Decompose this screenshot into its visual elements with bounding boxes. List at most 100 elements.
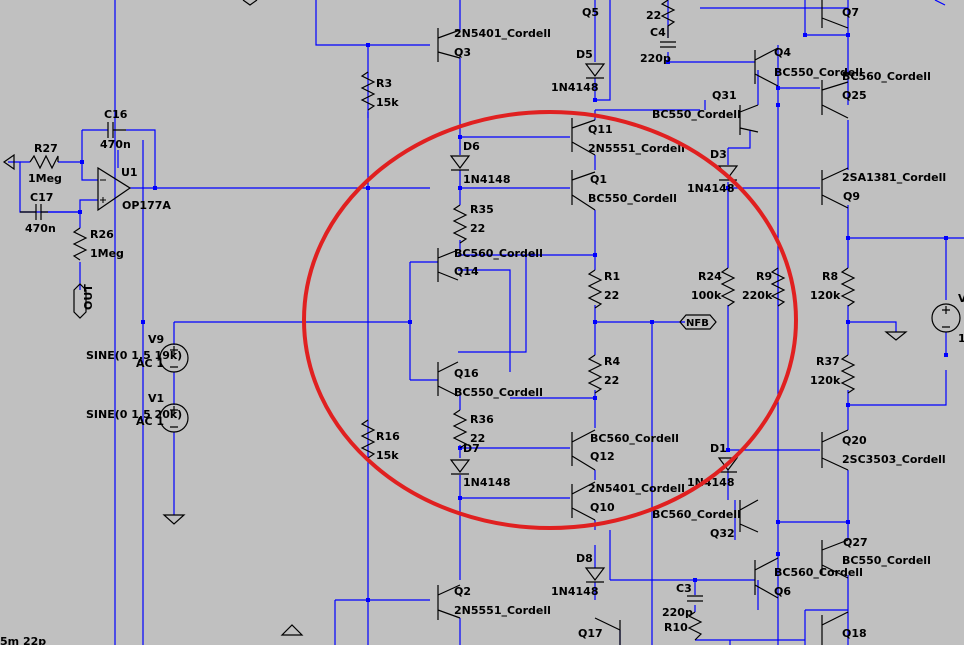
nfb-flag-icon[interactable] xyxy=(679,314,717,330)
label-q12: Q12 xyxy=(590,450,615,463)
label-q16: Q16 xyxy=(454,367,479,380)
label-v9: V9 xyxy=(148,333,164,346)
resistor-r37[interactable] xyxy=(840,354,856,394)
transistor-q4[interactable] xyxy=(754,47,779,87)
label-r16: R16 xyxy=(376,430,400,443)
label-d6-model: 1N4148 xyxy=(463,173,510,186)
resistor-r35[interactable] xyxy=(452,204,468,244)
label-c3-value: 220p xyxy=(662,606,693,619)
label-c3: C3 xyxy=(676,582,692,595)
transistor-q16[interactable] xyxy=(437,361,459,397)
transistor-q12[interactable] xyxy=(571,429,596,471)
label-c16: C16 xyxy=(104,108,128,121)
label-r10: R10 xyxy=(664,621,688,634)
diode-d6[interactable] xyxy=(449,155,471,171)
diode-d5[interactable] xyxy=(584,63,606,79)
label-q11: Q11 xyxy=(588,123,613,136)
transistor-q2[interactable] xyxy=(437,584,461,620)
transistor-q20[interactable] xyxy=(821,429,849,471)
label-q10-model: 2N5401_Cordell xyxy=(588,482,685,495)
label-c4-value: 220p xyxy=(640,52,671,65)
transistor-q10[interactable] xyxy=(571,481,596,521)
label-q14: Q14 xyxy=(454,265,479,278)
ground-icon xyxy=(280,624,304,636)
label-d5-model: 1N4148 xyxy=(551,81,598,94)
label-r27: R27 xyxy=(34,142,58,155)
label-r16-value: 15k xyxy=(376,449,399,462)
label-r1: R1 xyxy=(604,270,620,283)
label-v1: V1 xyxy=(148,392,164,405)
label-r26-value: 1Meg xyxy=(90,247,124,260)
resistor-r36[interactable] xyxy=(452,409,468,449)
label-c17-value: 470n xyxy=(25,222,56,235)
label-q32-model: BC560_Cordell xyxy=(652,508,741,521)
label-q27-model: BC550_Cordell xyxy=(842,554,931,567)
label-r-top-value: 22 xyxy=(646,9,661,22)
transistor-q17[interactable] xyxy=(594,617,621,645)
resistor-r27[interactable] xyxy=(29,154,59,170)
transistor-q18[interactable] xyxy=(821,611,849,645)
voltage-source-v-right[interactable] xyxy=(931,303,961,333)
label-q11-model: 2N5551_Cordell xyxy=(588,142,685,155)
resistor-r10[interactable] xyxy=(687,611,703,641)
transistor-q31[interactable] xyxy=(739,104,759,135)
label-r35: R35 xyxy=(470,203,494,216)
label-q25: Q25 xyxy=(842,89,867,102)
label-q3-model: 2N5401_Cordell xyxy=(454,27,551,40)
diode-d8[interactable] xyxy=(584,567,606,583)
label-q12-model: BC560_Cordell xyxy=(590,432,679,445)
label-q20: Q20 xyxy=(842,434,867,447)
transistor-q1[interactable] xyxy=(571,170,596,211)
capacitor-c4[interactable] xyxy=(660,41,676,48)
transistor-q7[interactable] xyxy=(821,0,849,29)
resistor-r4[interactable] xyxy=(587,354,603,394)
label-q1: Q1 xyxy=(590,173,607,186)
label-q10: Q10 xyxy=(590,501,615,514)
transistor-q9[interactable] xyxy=(821,167,849,209)
resistor-r-top[interactable] xyxy=(660,0,676,38)
label-r24-value: 100k xyxy=(691,289,722,302)
transistor-q14[interactable] xyxy=(437,248,459,282)
label-r35-value: 22 xyxy=(470,222,485,235)
voltage-source-v1[interactable] xyxy=(159,403,189,433)
label-c16-value: 470n xyxy=(100,138,131,151)
label-v1-source: SINE(0 1.5 20k) xyxy=(86,408,182,421)
label-r36: R36 xyxy=(470,413,494,426)
opamp-u1[interactable] xyxy=(97,166,132,212)
transistor-q3[interactable] xyxy=(437,28,461,62)
transistor-q11[interactable] xyxy=(571,118,596,156)
diode-d7[interactable] xyxy=(449,459,471,475)
out-flag-icon[interactable] xyxy=(73,283,87,319)
diode-d1[interactable] xyxy=(717,457,739,473)
capacitor-c16[interactable] xyxy=(107,122,126,138)
resistor-r16[interactable] xyxy=(360,419,376,459)
resistor-r26[interactable] xyxy=(72,227,88,261)
label-q31: Q31 xyxy=(712,89,737,102)
resistor-r1[interactable] xyxy=(587,269,603,309)
resistor-r8[interactable] xyxy=(840,267,856,307)
label-q2-model: 2N5551_Cordell xyxy=(454,604,551,617)
transistor-q27[interactable] xyxy=(821,539,849,579)
label-q18: Q18 xyxy=(842,627,867,640)
resistor-r9[interactable] xyxy=(770,267,786,307)
resistor-r24[interactable] xyxy=(720,267,736,307)
label-c4: C4 xyxy=(650,26,666,39)
label-r27-value: 1Meg xyxy=(28,172,62,185)
transistor-q25[interactable] xyxy=(821,80,849,119)
label-d3-model: 1N4148 xyxy=(687,182,734,195)
transistor-q6[interactable] xyxy=(754,557,779,599)
label-d3: D3 xyxy=(710,148,727,161)
label-r24: R24 xyxy=(698,270,722,283)
transistor-q32[interactable] xyxy=(739,499,759,533)
voltage-source-v9[interactable] xyxy=(159,343,189,373)
capacitor-c17[interactable] xyxy=(20,204,48,220)
label-r3: R3 xyxy=(376,77,392,90)
label-r4-value: 22 xyxy=(604,374,619,387)
capacitor-c3[interactable] xyxy=(687,595,703,602)
label-bottom-left: 5m 22p xyxy=(0,635,46,645)
label-v9-source: SINE(0 1.5 19k) xyxy=(86,349,182,362)
resistor-r3[interactable] xyxy=(360,71,376,111)
junction-dots xyxy=(78,33,948,602)
wires xyxy=(8,0,964,645)
